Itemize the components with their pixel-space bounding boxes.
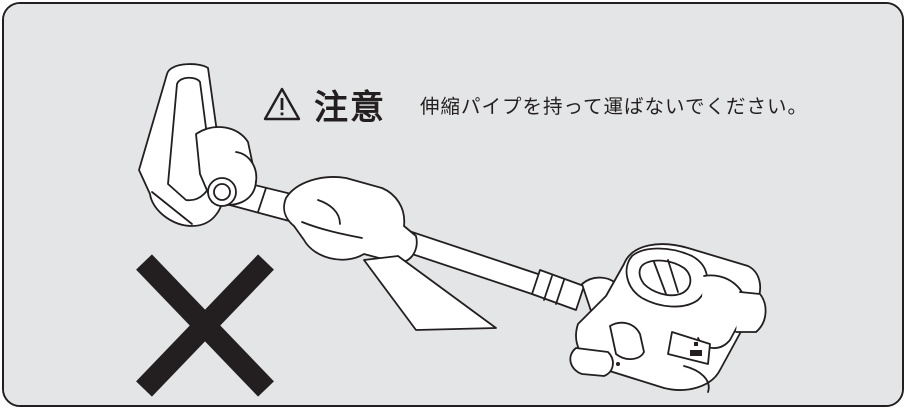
- floor-head: [138, 63, 225, 227]
- swivel-neck: [195, 126, 258, 207]
- caution-message: 伸縮パイプを持って運ばないでください。: [420, 94, 808, 118]
- caution-title: 注意: [314, 87, 386, 128]
- vacuum-body: [569, 243, 767, 393]
- warning-triangle-icon: [262, 86, 302, 122]
- hand-gripping-pipe: [283, 176, 497, 331]
- panel-background: [4, 4, 902, 405]
- caution-heading: 注意 伸縮パイプを持って運ばないでください。: [262, 74, 808, 134]
- cross-mark-icon: [136, 254, 274, 397]
- vacuum-illustration: [4, 4, 902, 405]
